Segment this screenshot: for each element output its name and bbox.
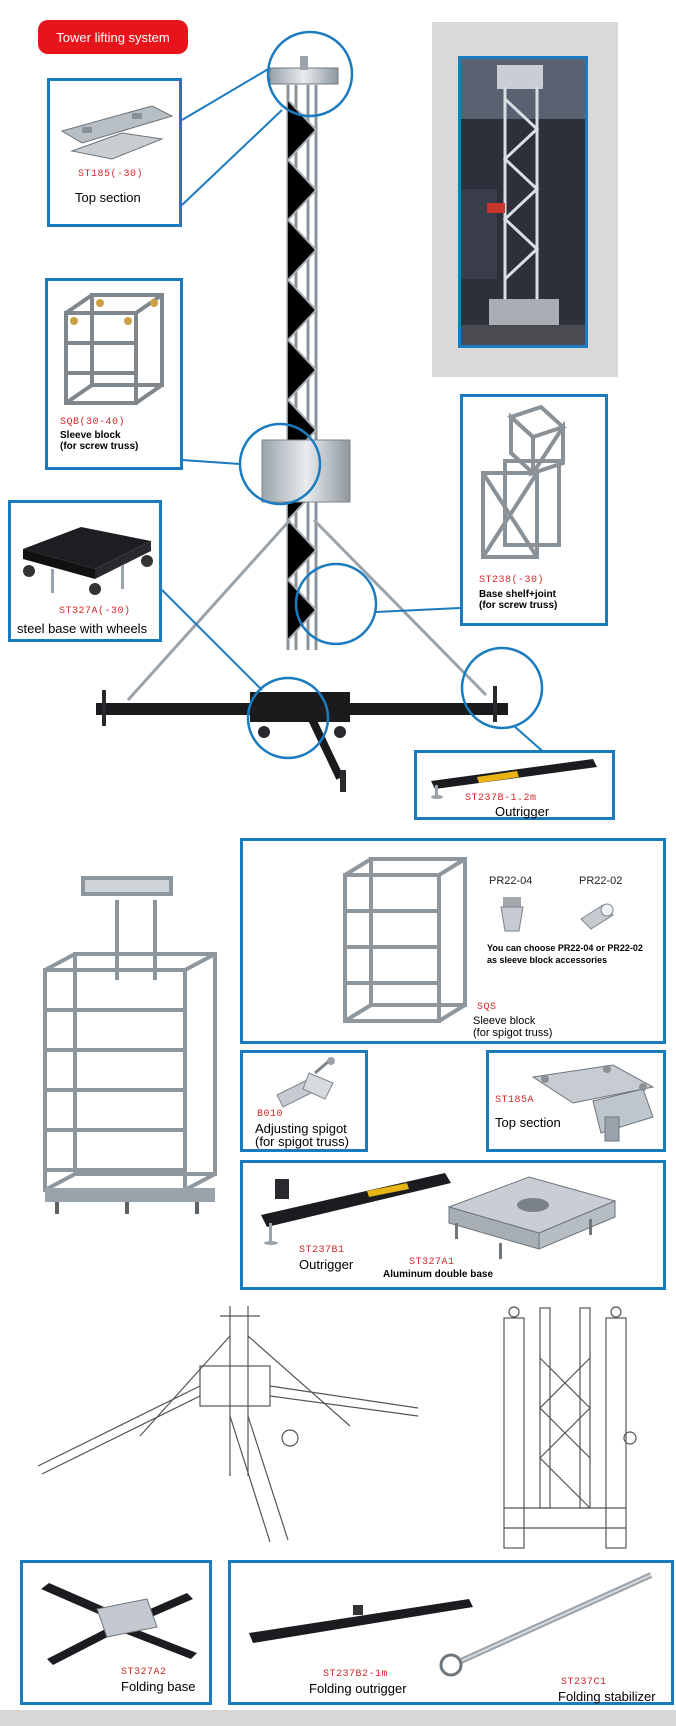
part-code: ST185A	[495, 1095, 535, 1106]
part-label-stabilizer: Folding stabilizer	[558, 1689, 656, 1704]
part-card-st238: ST238(-30) Base shelf+joint (for screw t…	[460, 394, 608, 626]
accessory-label-pr2202: PR22-02	[579, 875, 623, 887]
outrigger-b1-image	[261, 1173, 451, 1245]
part-label: Top section	[495, 1115, 561, 1130]
top-section-image	[60, 105, 174, 160]
part-label: Top section	[75, 190, 141, 205]
part-code: B010	[257, 1109, 284, 1120]
part-card-st237b: ST237B-1.2m Outrigger	[414, 750, 615, 820]
part-label: steel base with wheels	[17, 621, 148, 636]
folding-outrigger-image	[249, 1599, 473, 1643]
accessory-note: You can choose PR22-04 or PR22-02	[487, 943, 643, 953]
part-code: ST185(-30)	[78, 169, 144, 180]
part-label: Folding base	[121, 1679, 196, 1694]
part-card-st185: ST185(-30) Top section	[47, 78, 182, 227]
part-label: Outrigger	[495, 804, 550, 819]
sqs-sleeve-block-image	[343, 857, 467, 1023]
pr2202-image	[580, 903, 614, 930]
spigot-tower-image	[43, 876, 217, 1214]
part-label-sub: (for spigot truss)	[255, 1134, 349, 1149]
part-label: Outrigger	[299, 1257, 354, 1272]
part-code: ST237B1	[299, 1245, 345, 1256]
tower-photo	[458, 56, 588, 348]
top-section-a-image	[531, 1064, 655, 1142]
part-code: ST237B-1.2m	[465, 793, 537, 804]
base-shelf-image	[481, 404, 567, 559]
part-code: ST237B2-1m	[323, 1669, 389, 1680]
part-label: Sleeve block	[60, 430, 121, 441]
part-label-sub: (for screw truss)	[60, 441, 139, 452]
part-label-sub: (for screw truss)	[479, 600, 558, 611]
part-card-sqs: PR22-04 PR22-02 You can choose PR22-04 o…	[240, 838, 666, 1044]
part-label: Base shelf+joint	[479, 589, 556, 600]
part-code: ST327A2	[121, 1667, 167, 1678]
part-label: Sleeve block	[473, 1015, 536, 1027]
part-card-st185a: ST185A Top section	[486, 1050, 666, 1152]
part-code-stabilizer: ST237C1	[561, 1677, 607, 1688]
part-label-sub: (for spigot truss)	[473, 1027, 553, 1039]
part-card-st327a: ST327A(-30) steel base with wheels	[8, 500, 162, 642]
accessory-label-pr2204: PR22-04	[489, 875, 533, 887]
double-base-image	[447, 1176, 617, 1259]
part-code: ST327A(-30)	[59, 606, 131, 617]
part-label: Adjusting spigot	[255, 1121, 347, 1136]
folding-tower-drawing	[37, 1306, 419, 1543]
part-card-st327a2: ST327A2 Folding base	[20, 1560, 212, 1705]
part-code: ST238(-30)	[479, 575, 545, 586]
title-badge: Tower lifting system	[38, 20, 188, 54]
part-code: SQS	[477, 1002, 497, 1013]
tower-frame-drawing	[503, 1306, 637, 1549]
steel-base-image	[23, 527, 153, 595]
part-card-st237b2-st237c1: ST237B2-1m Folding outrigger ST237C1 Fol…	[228, 1560, 674, 1705]
part-code: SQB(30-40)	[60, 417, 126, 428]
folding-base-image	[41, 1583, 197, 1665]
part-label-double-base: Aluminum double base	[383, 1269, 494, 1280]
footer-bar	[0, 1710, 676, 1726]
part-label: Folding outrigger	[309, 1681, 407, 1696]
accessory-note-2: as sleeve block accessories	[487, 955, 608, 965]
tower-photo-image	[461, 59, 585, 345]
part-code-double-base: ST327A1	[409, 1257, 455, 1268]
folding-stabilizer-image	[439, 1572, 653, 1677]
sleeve-block-image	[64, 293, 164, 405]
tower-illustration	[96, 30, 549, 792]
outrigger-image	[431, 759, 597, 799]
part-card-sqb: SQB(30-40) Sleeve block (for screw truss…	[45, 278, 183, 470]
pr2204-image	[500, 897, 524, 932]
part-card-st237b1-st327a1: ST237B1 Outrigger ST327A1 Aluminum doubl…	[240, 1160, 666, 1290]
part-card-b010: B010 Adjusting spigot (for spigot truss)	[240, 1050, 368, 1152]
adjusting-spigot-image	[276, 1057, 335, 1108]
